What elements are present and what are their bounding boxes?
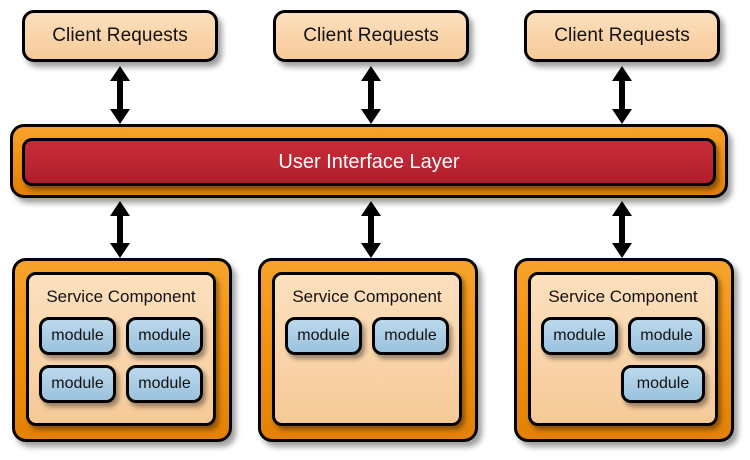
module-box[interactable]: module <box>126 365 203 403</box>
ui-to-component-arrow-3 <box>609 201 635 258</box>
module-area: module module module <box>541 317 705 415</box>
module-row: module <box>541 365 705 403</box>
module-row: module module <box>39 317 203 355</box>
service-component-title: Service Component <box>292 287 442 306</box>
service-component-3: Service Component module module module <box>514 258 734 442</box>
user-interface-layer-bar: User Interface Layer <box>22 138 716 186</box>
service-component-3-panel: Service Component module module module <box>528 272 718 426</box>
client-requests-label: Client Requests <box>52 25 188 46</box>
service-component-1-panel: Service Component module module module m… <box>26 272 216 426</box>
service-component-2-panel: Service Component module module <box>272 272 462 426</box>
client-to-ui-arrow-3 <box>609 66 635 124</box>
service-component-2: Service Component module module <box>258 258 478 442</box>
ui-to-component-arrow-1 <box>107 201 133 258</box>
user-interface-layer-label: User Interface Layer <box>278 150 460 173</box>
service-component-1: Service Component module module module m… <box>12 258 232 442</box>
client-requests-label: Client Requests <box>554 25 690 46</box>
module-box[interactable]: module <box>628 317 705 355</box>
client-requests-box-3: Client Requests <box>524 10 720 62</box>
module-row: module module <box>39 365 203 403</box>
client-requests-label: Client Requests <box>303 25 439 46</box>
client-requests-box-1: Client Requests <box>22 10 218 62</box>
module-box[interactable]: module <box>541 317 618 355</box>
module-box[interactable]: module <box>39 365 116 403</box>
ui-to-component-arrow-2 <box>358 201 384 258</box>
module-area: module module <box>285 317 449 415</box>
module-box[interactable]: module <box>372 317 449 355</box>
module-row: module module <box>285 317 449 355</box>
service-component-title: Service Component <box>548 287 698 306</box>
client-to-ui-arrow-1 <box>107 66 133 124</box>
user-interface-layer: User Interface Layer <box>10 124 728 198</box>
client-to-ui-arrow-2 <box>358 66 384 124</box>
service-component-title: Service Component <box>46 287 196 306</box>
module-box[interactable]: module <box>621 365 705 403</box>
module-row: module module <box>541 317 705 355</box>
module-box[interactable]: module <box>39 317 116 355</box>
module-box[interactable]: module <box>126 317 203 355</box>
module-area: module module module module <box>39 317 203 415</box>
module-box[interactable]: module <box>285 317 362 355</box>
client-requests-box-2: Client Requests <box>273 10 469 62</box>
